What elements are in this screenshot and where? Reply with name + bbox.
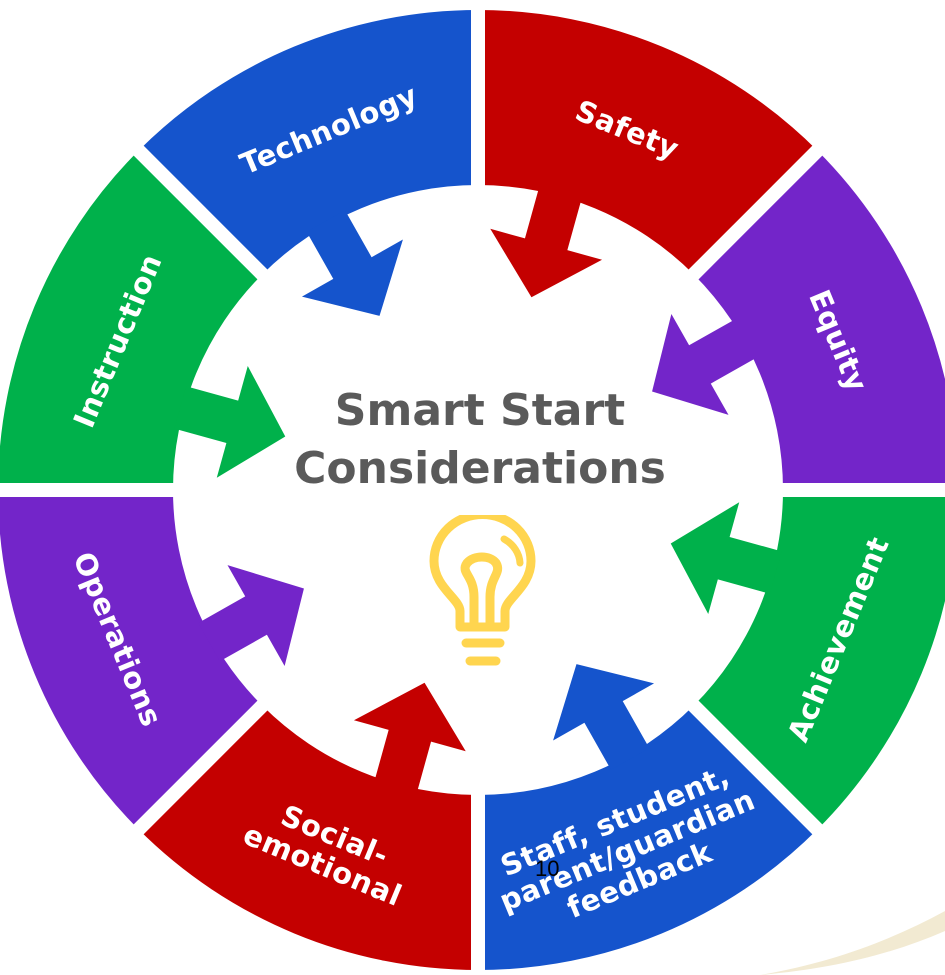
segment-band bbox=[138, 705, 478, 970]
segment-operations: Operations bbox=[0, 490, 304, 830]
segment-band bbox=[0, 490, 263, 830]
segment-arrow bbox=[490, 186, 603, 298]
segment-divider bbox=[687, 142, 826, 281]
segment-social-emotional: Social-emotional bbox=[138, 682, 478, 970]
page-number: 10 bbox=[535, 856, 560, 881]
segment-band bbox=[693, 150, 945, 490]
segment-band bbox=[138, 10, 478, 275]
segment-divider bbox=[130, 142, 269, 281]
segment-arrow bbox=[670, 502, 782, 615]
segment-divider bbox=[687, 699, 826, 838]
segment-technology: Technology bbox=[138, 10, 478, 316]
center-title: Smart Start Considerations bbox=[250, 382, 710, 498]
segment-divider bbox=[130, 699, 269, 838]
segment-band bbox=[693, 490, 945, 830]
segment-equity: Equity bbox=[652, 150, 945, 490]
decorative-swoosh bbox=[760, 911, 945, 975]
segment-arrow bbox=[174, 365, 286, 478]
segment-arrow bbox=[198, 565, 304, 667]
segment-band bbox=[0, 150, 263, 490]
center-title-line1: Smart Start bbox=[334, 385, 626, 436]
segment-arrow bbox=[353, 682, 466, 794]
center-title-line2: Considerations bbox=[294, 443, 666, 494]
segment-instruction: Instruction bbox=[0, 150, 286, 490]
segment-arrow bbox=[553, 664, 655, 770]
segment-achievement: Achievement bbox=[670, 490, 945, 830]
lightbulb-icon bbox=[429, 515, 536, 666]
segment-band bbox=[478, 10, 818, 275]
segment-arrow bbox=[652, 313, 758, 415]
segment-band bbox=[478, 705, 818, 970]
segment-safety: Safety bbox=[478, 10, 818, 298]
segment-arrow bbox=[301, 210, 403, 316]
